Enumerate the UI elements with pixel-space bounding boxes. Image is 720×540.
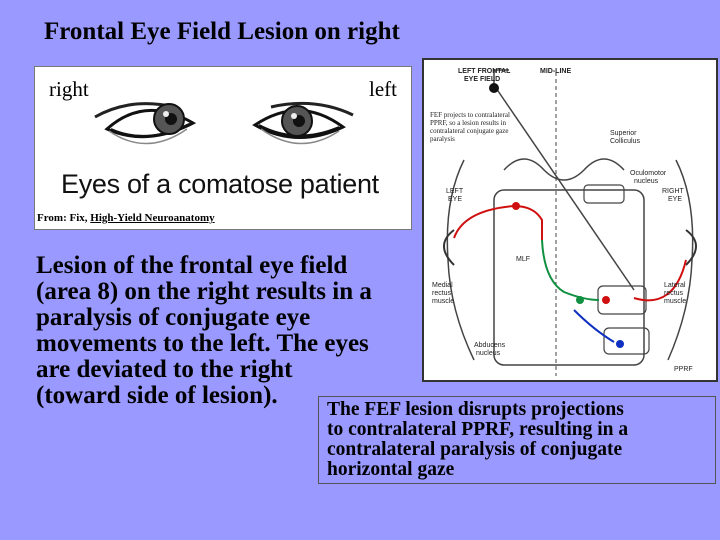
mlf-label: MLF <box>516 256 530 263</box>
right-eye-label: RIGHT <box>662 188 684 195</box>
right-label: right <box>49 77 89 101</box>
fef-note-3: contralateral conjugate gaze <box>430 127 509 135</box>
callout-line-4: horizontal gaze <box>327 459 455 480</box>
callout-box: The FEF lesion disrupts projections to c… <box>318 396 716 484</box>
source-prefix: From: Fix, <box>37 212 91 224</box>
oculomotor-label: Oculomotor <box>630 170 667 177</box>
fef-note-1: FEF projects to contralateral <box>430 111 510 119</box>
main-line-1: Lesion of the frontal eye field <box>36 252 348 279</box>
pathway-diagram: LEFT FRONTAL EYE FIELD MID-LINE FEF proj… <box>422 58 718 382</box>
right-eye-drawing <box>94 102 197 145</box>
callout-line-3: contralateral paralysis of conjugate <box>327 439 623 460</box>
eyes-illustration: right left Eyes of a comatose patient Fr… <box>34 66 412 230</box>
abducens-nucleus-label: nucleus <box>476 350 501 357</box>
left-eye-label-2: EYE <box>448 196 463 203</box>
left-eye-drawing <box>252 101 354 145</box>
source-citation: From: Fix, High-Yield Neuroanatomy <box>37 212 215 224</box>
left-fef-label-2: EYE FIELD <box>464 76 501 83</box>
main-explanation: Lesion of the frontal eye field (area 8)… <box>36 253 426 409</box>
main-line-5: are deviated to the right <box>36 356 293 383</box>
lateral-label: Lateral <box>664 282 686 289</box>
medial-rectus-label: rectus <box>432 290 452 297</box>
slide-title: Frontal Eye Field Lesion on right <box>44 18 400 45</box>
eyes-drawing <box>94 101 354 145</box>
midline-label: MID-LINE <box>540 68 572 75</box>
fef-note-2: PPRF, so a lesion results in <box>430 119 507 127</box>
lateral-rectus-label: rectus <box>664 290 684 297</box>
left-fef-label: LEFT FRONTAL <box>458 68 511 75</box>
source-book: High-Yield Neuroanatomy <box>90 212 215 224</box>
eyes-caption: Eyes of a comatose patient <box>61 169 379 199</box>
lateral-muscle-label: muscle <box>664 298 687 305</box>
pathway-drawing <box>443 69 697 376</box>
colliculus-label: Colliculus <box>610 138 640 145</box>
left-eye-label: LEFT <box>446 188 464 195</box>
abducens-label: Abducens <box>474 342 506 349</box>
superior-label: Superior <box>610 130 637 137</box>
oculomotor-nucleus-label: nucleus <box>634 178 659 185</box>
medial-muscle-label: muscle <box>432 298 455 305</box>
right-eye-label-2: EYE <box>668 196 683 203</box>
main-line-2: (area 8) on the right results in a <box>36 278 372 305</box>
fef-note-4: paralysis <box>430 135 455 143</box>
callout-line-1: The FEF lesion disrupts projections <box>327 399 624 420</box>
callout-line-2: to contralateral PPRF, resulting in a <box>327 419 629 440</box>
main-line-3: paralysis of conjugate eye <box>36 304 311 331</box>
pprf-label: PPRF <box>674 366 693 373</box>
main-line-4: movements to the left. The eyes <box>36 330 369 357</box>
main-line-6: (toward side of lesion). <box>36 382 278 409</box>
medial-label: Medial <box>432 282 453 289</box>
left-label: left <box>369 77 397 101</box>
